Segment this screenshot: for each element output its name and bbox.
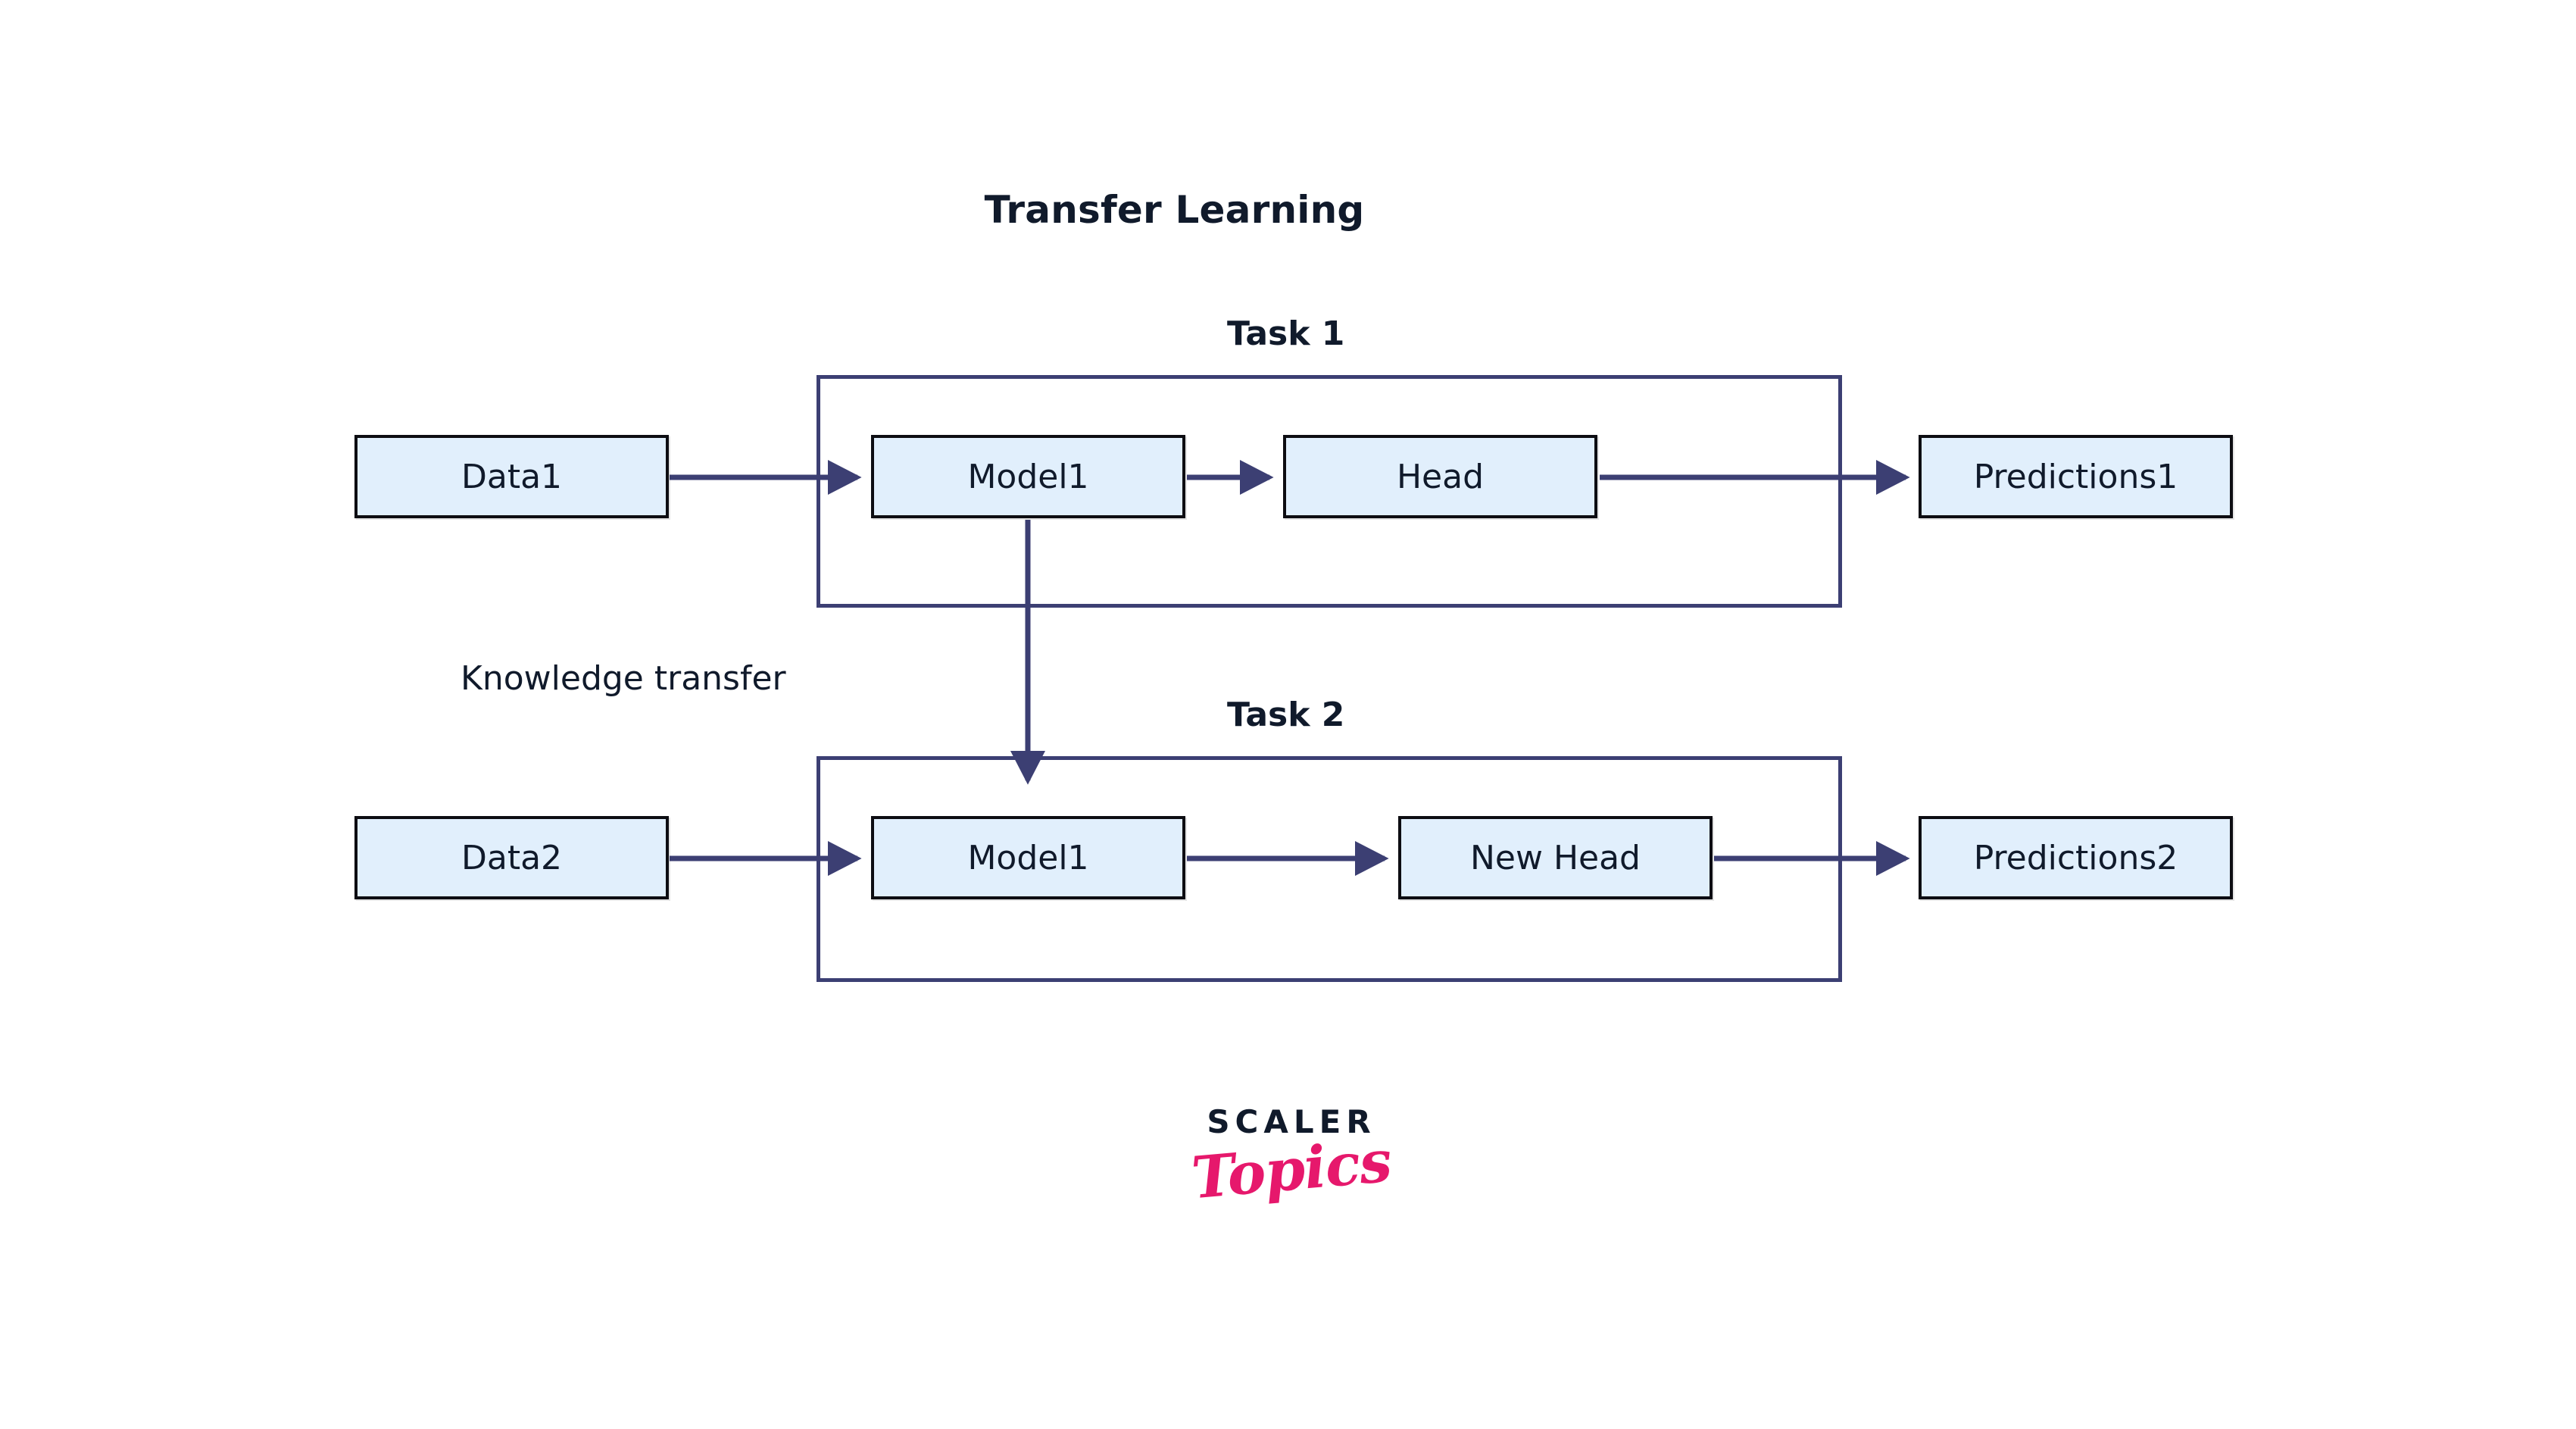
- node-data1[interactable]: Data1: [354, 435, 669, 518]
- node-predictions1[interactable]: Predictions1: [1919, 435, 2233, 518]
- node-new-head[interactable]: New Head: [1398, 816, 1713, 899]
- page-title-text: Transfer Learning: [984, 188, 1365, 232]
- node-model1-task2[interactable]: Model1: [871, 816, 1185, 899]
- node-head[interactable]: Head: [1283, 435, 1597, 518]
- logo-primary-text: SCALER: [1207, 1103, 1376, 1140]
- logo-secondary-text: Topics: [1188, 1127, 1394, 1212]
- task-1-group-container: [817, 375, 1842, 608]
- node-model1-task1[interactable]: Model1: [871, 435, 1185, 518]
- node-data2[interactable]: Data2: [354, 816, 669, 899]
- node-predictions2[interactable]: Predictions2: [1919, 816, 2233, 899]
- task-2-label: Task 2: [1227, 696, 1345, 734]
- scaler-topics-logo: SCALER Topics: [1166, 1103, 1416, 1212]
- task-2-group-container: [817, 756, 1842, 982]
- knowledge-transfer-label: Knowledge transfer: [461, 659, 786, 698]
- task-1-label: Task 1: [1227, 314, 1345, 353]
- page-title: Transfer Learning: [0, 188, 2576, 232]
